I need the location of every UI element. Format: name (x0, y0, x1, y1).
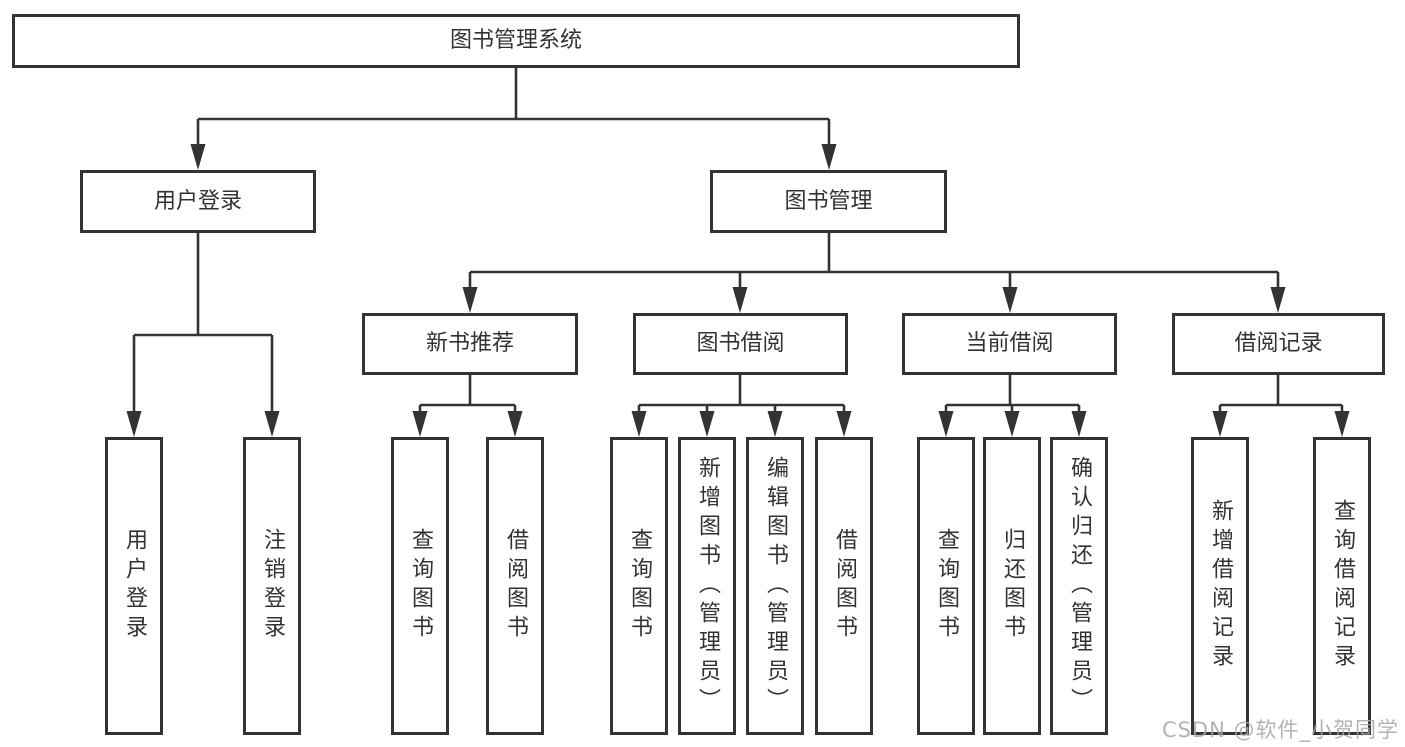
leaf-borrow-books-recommend: 借阅图书 (486, 437, 544, 735)
leaf-add-borrow-record: 新增借阅记录 (1191, 437, 1249, 735)
leaf-confirm-return-admin: 确认归还（管理员） (1050, 437, 1108, 735)
watermark: CSDN @软件_小贺同学 (1161, 718, 1399, 742)
node-user-login: 用户登录 (80, 170, 316, 233)
leaf-borrow-books-borrowing: 借阅图书 (815, 437, 873, 735)
leaf-edit-books-admin: 编辑图书（管理员） (746, 437, 804, 735)
leaf-query-books-current: 查询图书 (917, 437, 975, 735)
node-current-borrowing: 当前借阅 (902, 313, 1117, 375)
leaf-query-books-recommend: 查询图书 (391, 437, 449, 735)
node-borrowing-records: 借阅记录 (1172, 313, 1385, 375)
leaf-user-login: 用户登录 (105, 437, 163, 735)
leaf-add-books-admin: 新增图书（管理员） (678, 437, 736, 735)
leaf-query-borrow-record: 查询借阅记录 (1313, 437, 1371, 735)
node-book-management: 图书管理 (710, 170, 947, 233)
leaf-query-books-borrowing: 查询图书 (610, 437, 668, 735)
leaf-logout: 注销登录 (243, 437, 301, 735)
node-new-book-recommend: 新书推荐 (362, 313, 578, 375)
leaf-return-books: 归还图书 (983, 437, 1041, 735)
node-book-borrowing: 图书借阅 (633, 313, 848, 375)
node-library-system: 图书管理系统 (12, 14, 1020, 68)
